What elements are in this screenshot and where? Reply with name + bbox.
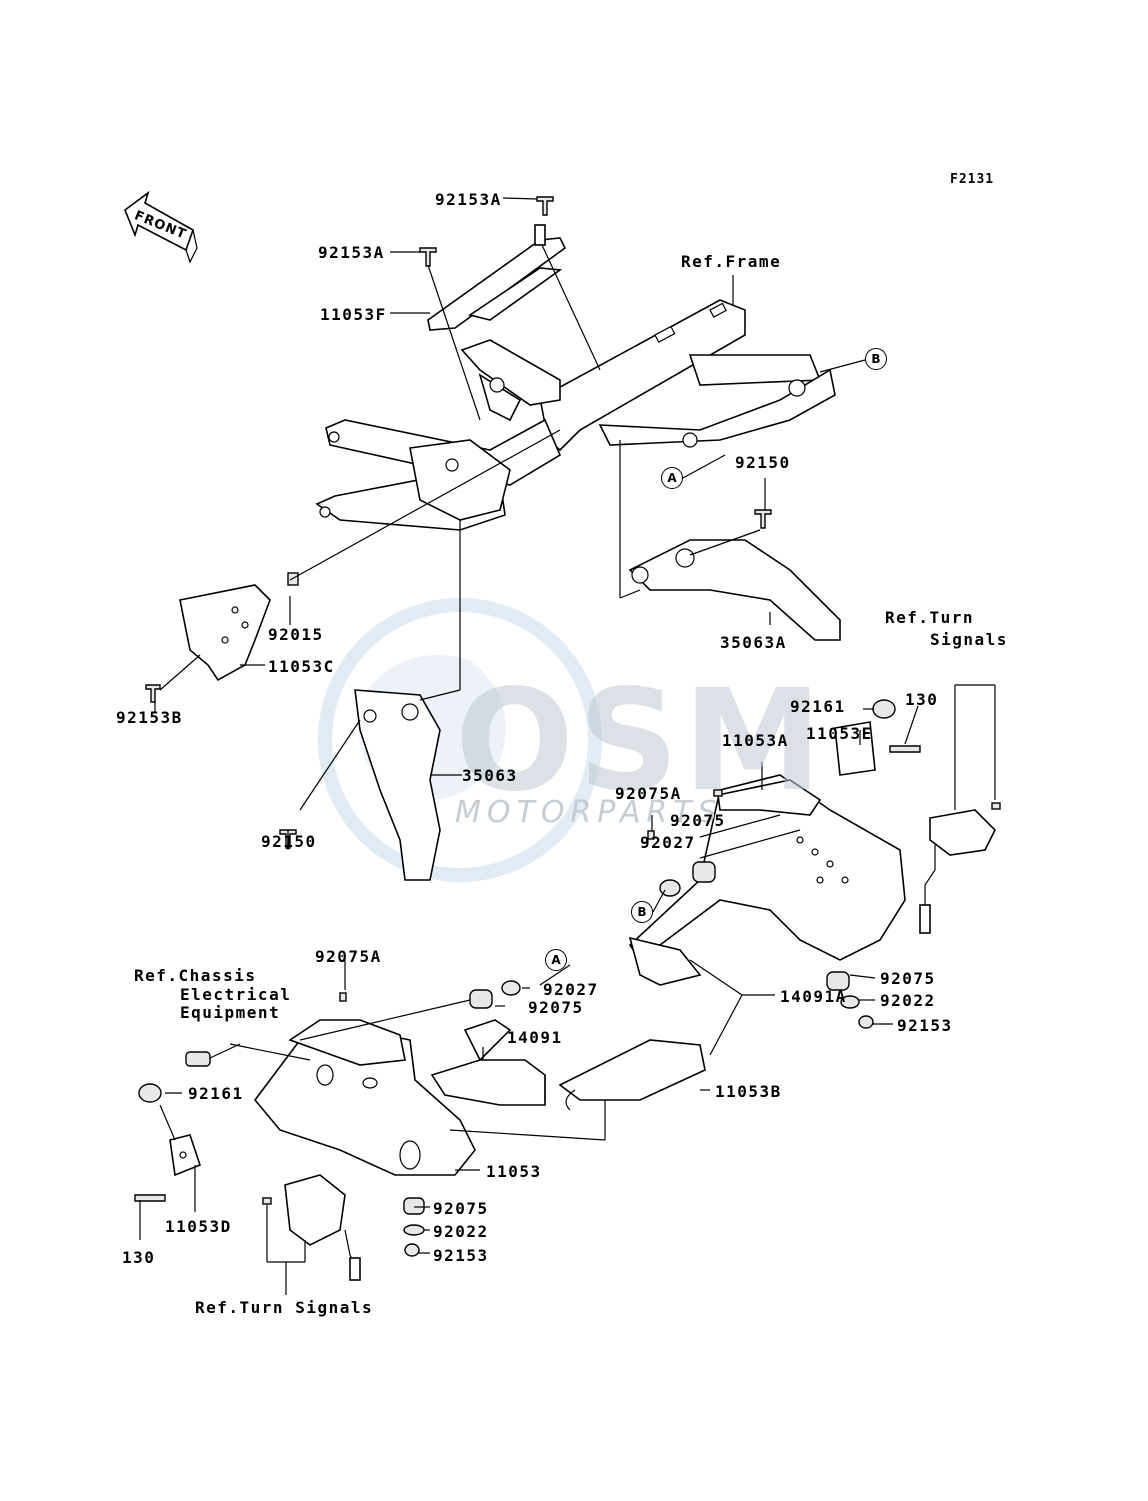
label-11053D: 11053D bbox=[165, 1217, 232, 1236]
rear-frame-part bbox=[315, 299, 836, 531]
label-ref-chassis-line1: Ref.Chassis bbox=[134, 966, 257, 985]
label-35063A: 35063A bbox=[720, 633, 787, 652]
label-92022-left: 92022 bbox=[433, 1222, 489, 1241]
fasteners bbox=[134, 196, 1001, 1257]
label-ref-turn-signals-right-line2: Signals bbox=[930, 630, 1008, 649]
tail-cover-11053-part bbox=[253, 1019, 476, 1176]
bracket-11053A-part bbox=[717, 779, 822, 816]
label-92075A-right: 92075A bbox=[615, 784, 682, 803]
bracket-11053F-part bbox=[427, 224, 567, 331]
label-92075-left-top: 92075 bbox=[528, 998, 584, 1017]
label-11053E: 11053E bbox=[806, 724, 873, 743]
label-ref-turn-signals-left: Ref.Turn Signals bbox=[195, 1298, 374, 1317]
label-92153A-top: 92153A bbox=[435, 190, 502, 209]
callout-b-upper: B bbox=[865, 348, 887, 370]
label-14091A: 14091A bbox=[780, 987, 847, 1006]
bracket-11053E-part bbox=[834, 721, 876, 776]
label-11053B: 11053B bbox=[715, 1082, 782, 1101]
label-130-left: 130 bbox=[122, 1248, 156, 1267]
label-92075-right-top: 92075 bbox=[670, 811, 726, 830]
figure-code: F2131 bbox=[950, 172, 995, 187]
watermark-subtitle: MOTORPARTS bbox=[455, 795, 723, 830]
callout-a-upper: A bbox=[661, 467, 683, 489]
label-11053F: 11053F bbox=[320, 305, 387, 324]
label-ref-turn-signals-right-line1: Ref.Turn bbox=[885, 608, 975, 627]
leader-lines bbox=[139, 197, 996, 1295]
label-92150-left: 92150 bbox=[261, 832, 317, 851]
bracket-11053B-part bbox=[558, 1039, 706, 1111]
cover-14091-part bbox=[430, 1019, 546, 1106]
front-arrow-icon bbox=[124, 190, 198, 264]
label-92075-left-bottom: 92075 bbox=[433, 1199, 489, 1218]
label-14091: 14091 bbox=[507, 1028, 563, 1047]
turn-signal-right-part bbox=[919, 809, 996, 934]
label-92153B: 92153B bbox=[116, 708, 183, 727]
label-92075A-left: 92075A bbox=[315, 947, 382, 966]
label-92161-left: 92161 bbox=[188, 1084, 244, 1103]
label-92153-left: 92153 bbox=[433, 1246, 489, 1265]
callout-b-lower: B bbox=[631, 901, 653, 923]
watermark-logo: OSM bbox=[455, 660, 827, 823]
label-92075-right-bottom: 92075 bbox=[880, 969, 936, 988]
bracket-11053C-part bbox=[179, 584, 271, 682]
label-92027-left: 92027 bbox=[543, 980, 599, 999]
label-92161-right: 92161 bbox=[790, 697, 846, 716]
label-92153-right: 92153 bbox=[897, 1016, 953, 1035]
label-ref-chassis-line2: Electrical bbox=[180, 985, 292, 1004]
label-11053A: 11053A bbox=[722, 731, 789, 750]
label-92153A-mid: 92153A bbox=[318, 243, 385, 262]
bracket-11053D-part bbox=[169, 1134, 201, 1177]
label-92150-right: 92150 bbox=[735, 453, 791, 472]
turn-signal-left-part bbox=[284, 1174, 361, 1281]
label-ref-frame: Ref.Frame bbox=[681, 252, 782, 271]
label-92027-right: 92027 bbox=[640, 833, 696, 852]
label-11053: 11053 bbox=[486, 1162, 542, 1181]
label-130-right: 130 bbox=[905, 690, 939, 709]
grab-rail-35063-part bbox=[354, 689, 441, 881]
label-92022-right: 92022 bbox=[880, 991, 936, 1010]
label-11053C: 11053C bbox=[268, 657, 335, 676]
label-35063: 35063 bbox=[462, 766, 518, 785]
grab-rail-35063A-part bbox=[628, 539, 841, 641]
callout-a-lower: A bbox=[545, 949, 567, 971]
label-ref-chassis-line3: Equipment bbox=[180, 1003, 281, 1022]
label-92015: 92015 bbox=[268, 625, 324, 644]
tail-cover-14091A-part bbox=[628, 774, 906, 986]
